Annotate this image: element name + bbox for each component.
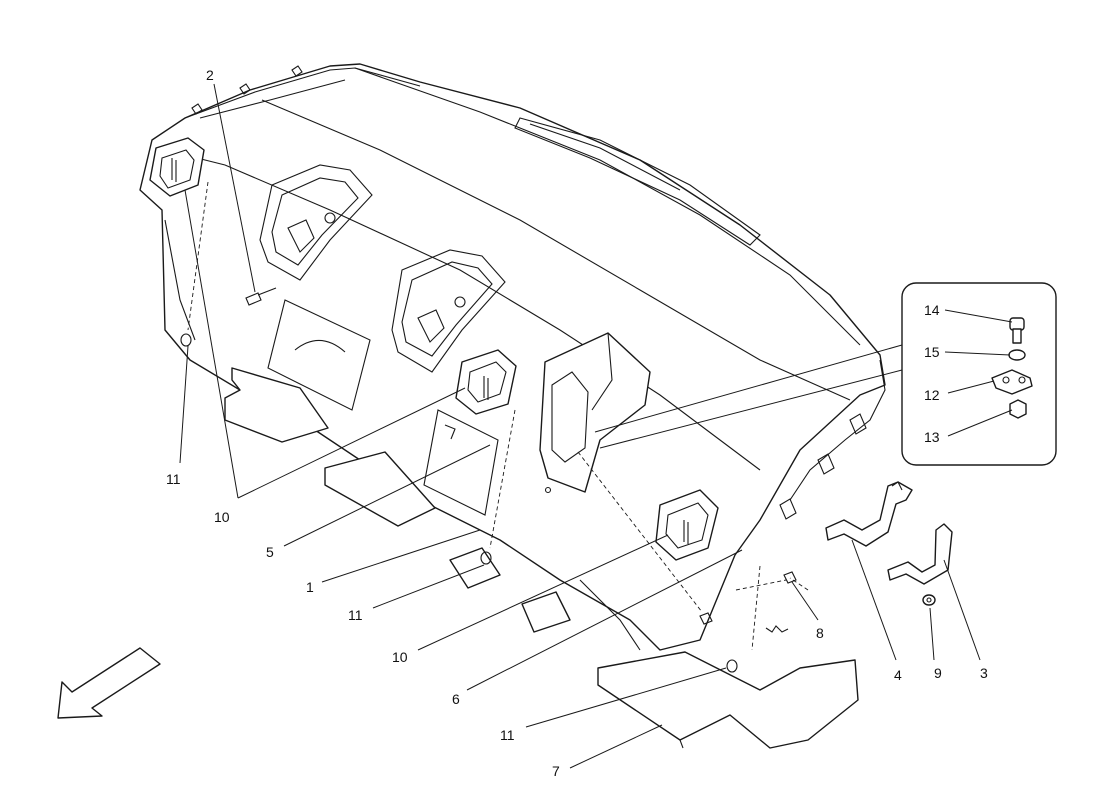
headrest-recess-center <box>391 249 506 373</box>
speaker-panel-left <box>267 299 371 411</box>
bracket-3 <box>887 523 953 585</box>
callout-7: 7 <box>552 763 560 779</box>
callout-4: 4 <box>894 667 902 683</box>
callout-11-left: 11 <box>166 471 181 487</box>
seatbelt-guide-right <box>655 489 719 561</box>
callout-1: 1 <box>306 579 314 595</box>
callout-14: 14 <box>924 302 940 318</box>
headrest-recess-left <box>259 164 373 281</box>
nut-9 <box>922 594 936 606</box>
callout-5: 5 <box>266 544 274 560</box>
seatbelt-guide-left <box>149 137 205 197</box>
screw-2 <box>245 287 277 306</box>
callout-numbers: 14 15 12 13 2 11 10 5 1 11 10 6 11 7 8 4… <box>166 67 988 779</box>
callout-12: 12 <box>924 387 940 403</box>
detail-screw-14 <box>1009 317 1025 344</box>
callout-leaders <box>179 83 1013 769</box>
clip-11-left <box>180 333 192 347</box>
screw-8 <box>783 571 797 584</box>
callout-3: 3 <box>980 665 988 681</box>
detail-washer-15 <box>1008 349 1026 361</box>
callout-2: 2 <box>206 67 214 83</box>
center-headrest-housing <box>539 332 651 494</box>
callout-11-center: 11 <box>348 607 363 623</box>
wire-clip <box>765 625 789 633</box>
bottom-pad <box>597 651 859 749</box>
callout-6: 6 <box>452 691 460 707</box>
assembly-dash-lines <box>187 181 809 651</box>
side-mounting-tabs <box>779 413 867 520</box>
insulation-pads <box>224 367 571 633</box>
callout-13: 13 <box>924 429 940 445</box>
front-direction-arrow-icon <box>57 647 161 719</box>
callout-8: 8 <box>816 625 824 641</box>
callout-10-right: 10 <box>392 649 408 665</box>
rear-parcel-shelf <box>139 63 886 651</box>
callout-15: 15 <box>924 344 940 360</box>
bracket-4 <box>825 481 913 547</box>
callout-10-left: 10 <box>214 509 230 525</box>
speaker-panel-center <box>423 409 499 516</box>
clip-11-center <box>480 551 492 565</box>
fastener-lower <box>699 612 713 625</box>
detail-nut-13 <box>1009 399 1027 419</box>
detail-clip-12 <box>991 369 1033 395</box>
seatbelt-guide-center <box>455 349 517 415</box>
callout-9: 9 <box>934 665 942 681</box>
clip-11-right <box>726 659 738 673</box>
callout-11-right: 11 <box>500 727 515 743</box>
detail-inset-box <box>901 282 1057 466</box>
inset-leader-bottom <box>599 369 903 449</box>
inset-leader-top <box>594 344 903 433</box>
